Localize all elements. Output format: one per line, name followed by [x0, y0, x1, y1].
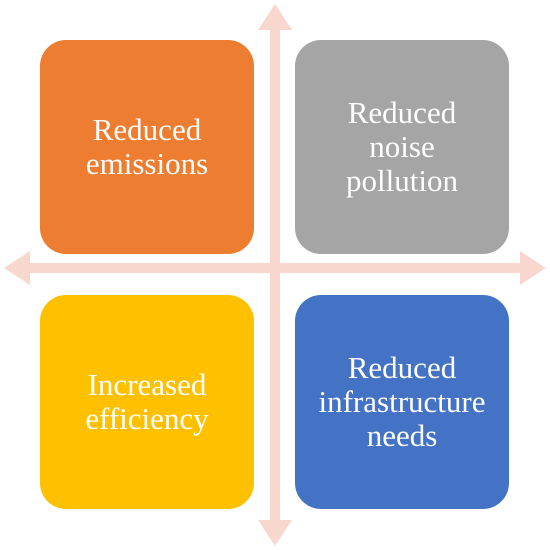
- quadrant-label: Reduced noise pollution: [346, 95, 458, 198]
- quadrant-label: Increased efficiency: [85, 367, 209, 436]
- quadrant-label: Reduced emissions: [85, 112, 209, 181]
- quadrant-reduced-infrastructure-needs: Reduced infrastructure needs: [295, 295, 509, 509]
- horizontal-double-arrow: [4, 251, 546, 285]
- quadrant-reduced-emissions: Reduced emissions: [40, 40, 254, 254]
- vertical-double-arrow: [258, 4, 292, 546]
- quadrant-reduced-noise-pollution: Reduced noise pollution: [295, 40, 509, 254]
- quadrant-increased-efficiency: Increased efficiency: [40, 295, 254, 509]
- quadrant-label: Reduced infrastructure needs: [318, 350, 486, 453]
